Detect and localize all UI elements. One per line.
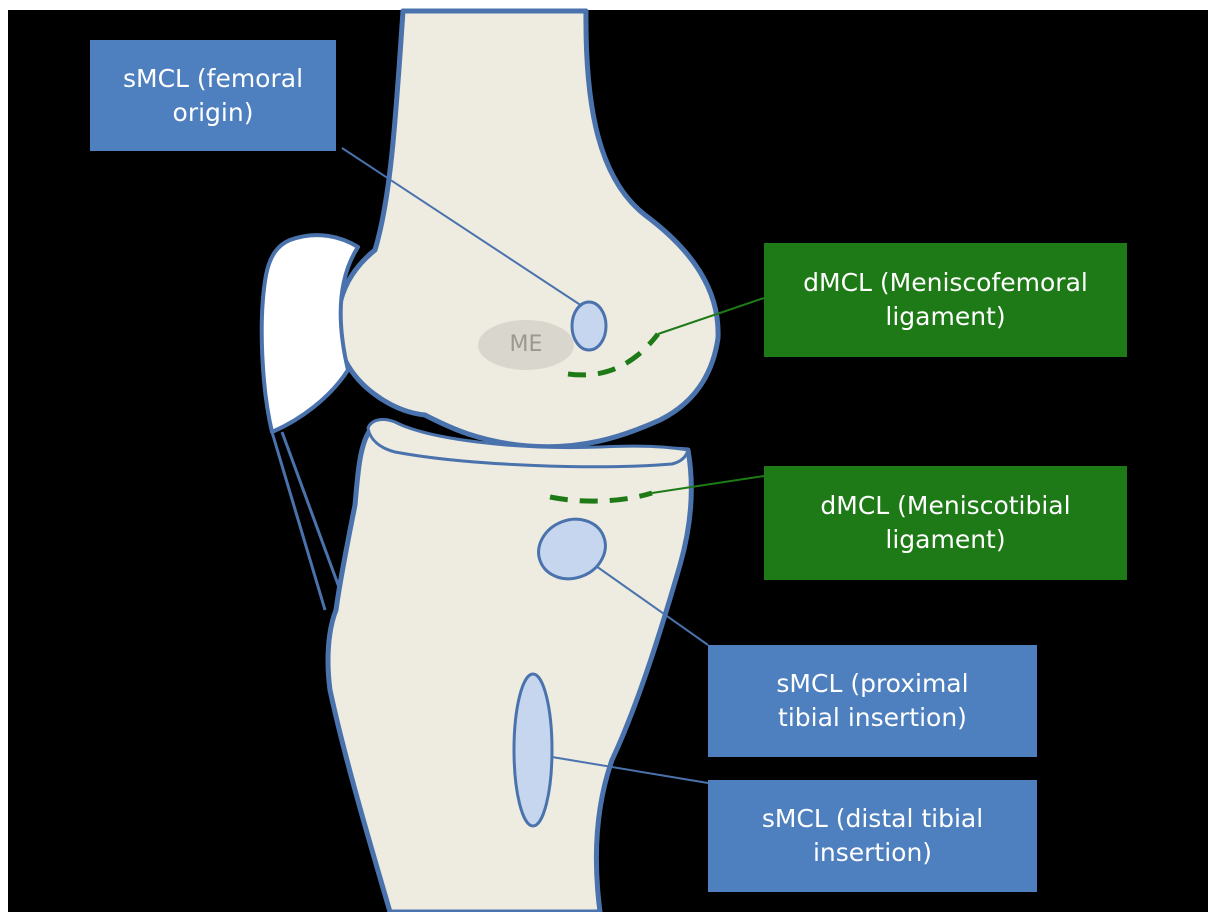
dmcl-meniscofemoral-label: dMCL (Meniscofemoral ligament) (764, 243, 1127, 357)
smcl-distal-tibial-insertion-label: sMCL (distal tibial insertion) (708, 780, 1037, 892)
medial-epicondyle-label: ME (478, 320, 574, 370)
label-line: sMCL (distal tibial (762, 802, 983, 836)
label-line: ligament) (885, 523, 1005, 557)
smcl-femoral-origin-attachment (572, 302, 606, 350)
label-line: sMCL (femoral (123, 62, 303, 96)
label-line: ligament) (885, 300, 1005, 334)
smcl-femoral-origin-label: sMCL (femoral origin) (90, 40, 336, 151)
label-line: insertion) (813, 836, 932, 870)
label-line: tibial insertion) (778, 701, 967, 735)
label-line: origin) (173, 96, 254, 130)
label-line: dMCL (Meniscofemoral (803, 266, 1088, 300)
dmcl-meniscotibial-label: dMCL (Meniscotibial ligament) (764, 466, 1127, 580)
label-line: dMCL (Meniscotibial (820, 489, 1070, 523)
smcl-distal-insertion-attachment (514, 674, 552, 826)
smcl-proximal-tibial-insertion-label: sMCL (proximal tibial insertion) (708, 645, 1037, 757)
label-line: sMCL (proximal (776, 667, 968, 701)
